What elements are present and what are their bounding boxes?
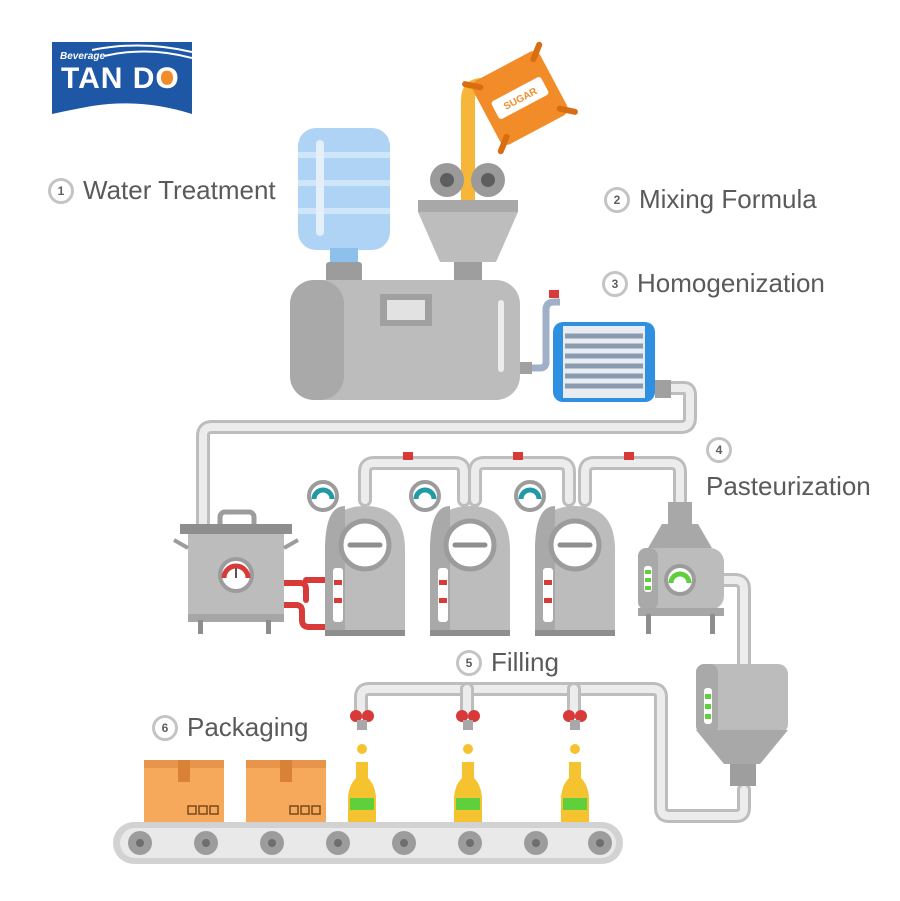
step-number-badge: 4 (706, 437, 732, 463)
mixing-tank (290, 280, 532, 400)
step-packaging: 6 Packaging (152, 712, 308, 743)
cardboard-box-icon (246, 760, 326, 822)
logo-wave-icon (52, 42, 192, 114)
tank-2 (409, 452, 523, 636)
step-label: Filling (491, 647, 559, 677)
step-homogenization: 3 Homogenization (602, 268, 825, 299)
bottle-icon (561, 762, 589, 822)
step-number-badge: 6 (152, 714, 178, 741)
pipes (196, 381, 751, 823)
sugar-bag-icon: SUGAR (461, 41, 578, 222)
tank-3 (514, 452, 634, 636)
tank-1 (307, 452, 413, 636)
bottle-icon (454, 762, 482, 822)
bottle-icon (348, 762, 376, 822)
step-number-badge: 2 (604, 186, 630, 213)
step-label: Homogenization (637, 268, 825, 298)
step-number-badge: 3 (602, 270, 628, 297)
step-label: Pasteurization (706, 471, 871, 501)
mixing-hopper (418, 163, 518, 284)
heat-exchanger (532, 290, 671, 402)
water-bottle-icon (298, 128, 390, 282)
step-filling: 5 Filling (456, 647, 559, 678)
cardboard-box-icon (144, 760, 224, 822)
conveyor-belt (113, 822, 623, 864)
filling-funnel-tank (696, 664, 788, 786)
filling-nozzles (350, 710, 587, 754)
pasteurizer-tank (638, 502, 724, 634)
logo-brand-text: TAN DO (61, 62, 180, 95)
boiler-tank (173, 509, 299, 634)
step-label: Packaging (187, 712, 309, 742)
step-pasteurization: 4 Pasteurization (706, 437, 871, 502)
step-water-treatment: 1 Water Treatment (48, 175, 276, 206)
step-label: Mixing Formula (639, 184, 817, 214)
step-number-badge: 1 (48, 177, 74, 204)
logo-small-text: Beverage (60, 51, 106, 62)
step-label: Water Treatment (83, 175, 276, 205)
step-number-badge: 5 (456, 649, 482, 676)
brand-logo: Beverage TAN DO (52, 42, 192, 114)
step-mixing-formula: 2 Mixing Formula (604, 184, 817, 215)
